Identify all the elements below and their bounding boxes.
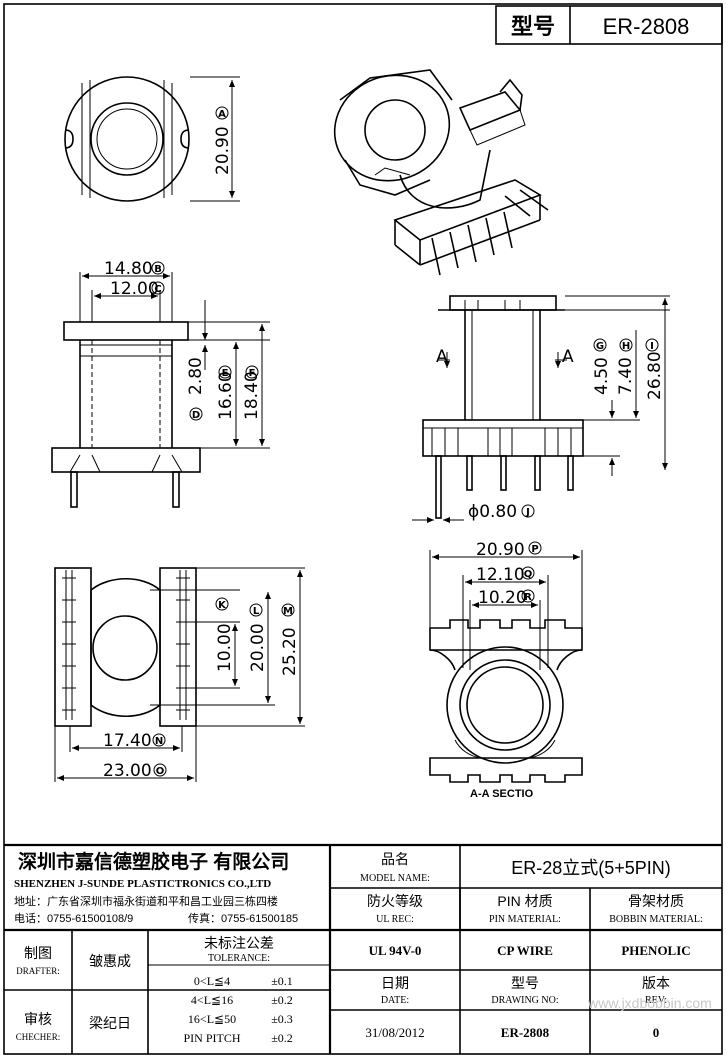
tolerance-label-cn: 未标注公差 (204, 935, 274, 951)
date-label-cn: 日期 (381, 975, 409, 991)
section-caption: A-A SECTIO (470, 788, 534, 800)
tolerance-value-3: ±0.3 (271, 1012, 293, 1026)
date-value: 31/08/2012 (365, 1025, 424, 1040)
section-mark-right: A (562, 347, 574, 367)
pin-material-label-en: PIN MATERIAL: (489, 914, 561, 925)
tolerance-range-4: PIN PITCH (183, 1031, 240, 1045)
isometric-view (333, 69, 549, 276)
dim-K-value: 10.00 (215, 623, 235, 672)
tolerance-range-2: 4<L≦16 (191, 993, 233, 1007)
bobbin-material-label-en: BOBBIN MATERIAL: (609, 914, 703, 925)
part-number: ER-2808 (603, 14, 690, 39)
drafter-label-en: DRAFTER: (16, 966, 60, 976)
svg-text:D: D (192, 410, 200, 421)
company-fax: 传真：0755-61500185 (188, 911, 298, 925)
ul-rec-label-en: UL REC: (376, 914, 414, 925)
svg-text:M: M (283, 606, 293, 617)
dim-F-value: 18.40 (242, 371, 262, 420)
svg-text:I: I (650, 341, 654, 352)
model-name-label-en: MODEL NAME: (360, 873, 430, 884)
section-view: A A 4.50 G 7.40 H 26.80 I ϕ0.80 J (412, 295, 670, 523)
header-box: 型号 ER-2808 (495, 5, 723, 45)
drawing-no-label-cn: 型号 (511, 975, 539, 991)
company-name-cn: 深圳市嘉信德塑胶电子 有限公司 (18, 850, 289, 873)
tolerance-label-en: TOLERANCE: (208, 953, 270, 964)
drafter-name: 皱惠成 (89, 953, 131, 969)
dim-A-value: 20.90 (213, 126, 233, 175)
drawing-no-label-en: DRAWING NO: (491, 995, 558, 1006)
dim-R-value: 10.20 (478, 588, 527, 608)
drawing-border (3, 3, 723, 1055)
ul-rec-value: UL 94V-0 (369, 943, 422, 958)
end-view: 20.90 P 12.10 Q 10.20 R A-A SECTIO (429, 540, 583, 800)
rev-value: 0 (653, 1025, 660, 1040)
svg-text:L: L (253, 606, 260, 617)
svg-text:J: J (525, 507, 530, 518)
bottom-view: 10.00 K 20.00 L 25.20 M 17.40 N 23.00 O (54, 567, 305, 782)
svg-text:O: O (156, 766, 165, 777)
svg-text:A: A (218, 109, 226, 120)
svg-text:F: F (249, 368, 256, 379)
dim-E-value: 16.60 (216, 371, 236, 420)
rev-label-cn: 版本 (642, 975, 670, 991)
dim-D-value: 2.80 (186, 357, 206, 395)
section-mark-left: A (436, 347, 448, 367)
checker-name: 梁纪日 (89, 1015, 131, 1031)
svg-text:R: R (524, 592, 532, 603)
dim-M-value: 25.20 (280, 627, 300, 676)
model-name-label-cn: 品名 (381, 851, 409, 867)
svg-text:C: C (154, 284, 161, 295)
tolerance-value-4: ±0.2 (271, 1031, 293, 1045)
svg-text:B: B (154, 264, 162, 275)
checker-label-en: CHECHER: (16, 1032, 61, 1042)
type-label: 型号 (511, 14, 555, 39)
dim-B-value: 14.80 (104, 259, 153, 279)
dim-H-value: 7.40 (616, 357, 636, 395)
company-name-en: SHENZHEN J-SUNDE PLASTICTRONICS CO.,LTD (14, 878, 271, 890)
dim-J-value: ϕ0.80 (468, 502, 517, 522)
front-view: 14.80 B 12.00 C 2.80 D 16.60 E 18.40 F (51, 259, 270, 508)
watermark: www.jxdbobbin.com (587, 995, 712, 1011)
pin-material-label-cn: PIN 材质 (497, 893, 552, 909)
tolerance-range-3: 16<L≦50 (188, 1012, 236, 1026)
svg-text:K: K (218, 600, 227, 611)
bobbin-material-value: PHENOLIC (621, 943, 690, 958)
dim-P-value: 20.90 (476, 540, 525, 560)
top-view: 20.90 A (64, 76, 240, 202)
drawing-no-value: ER-2808 (501, 1025, 550, 1040)
rev-label-en: REV: (645, 995, 667, 1006)
model-name-value: ER-28立式(5+5PIN) (511, 858, 671, 878)
tolerance-value-1: ±0.1 (271, 974, 293, 988)
title-block: 深圳市嘉信德塑胶电子 有限公司 SHENZHEN J-SUNDE PLASTIC… (4, 843, 722, 1054)
bobbin-material-label-cn: 骨架材质 (628, 893, 684, 909)
company-address: 地址：广东省深圳市福永街道和平和昌工业园三栋四楼 (14, 894, 278, 908)
date-label-en: DATE: (381, 995, 409, 1006)
dim-I-value: 26.80 (645, 351, 665, 400)
dim-C-value: 12.00 (110, 279, 159, 299)
svg-text:E: E (222, 368, 229, 379)
dim-G-value: 4.50 (592, 357, 612, 395)
drafter-label-cn: 制图 (24, 945, 52, 961)
ul-rec-label-cn: 防火等级 (367, 893, 423, 909)
tolerance-value-2: ±0.2 (271, 993, 293, 1007)
svg-text:Q: Q (524, 569, 533, 580)
dim-L-value: 20.00 (248, 623, 268, 672)
dim-Q-value: 12.10 (476, 565, 525, 585)
company-phone: 电话：0755-61500108/9 (14, 912, 133, 925)
dim-N-value: 17.40 (103, 731, 152, 751)
svg-text:P: P (531, 544, 538, 555)
svg-text:G: G (596, 341, 604, 352)
svg-text:N: N (155, 736, 163, 747)
dim-O-value: 23.00 (103, 761, 152, 781)
tolerance-range-1: 0<L≦4 (194, 974, 230, 988)
checker-label-cn: 审核 (24, 1011, 52, 1027)
pin-material-value: CP WIRE (497, 943, 553, 958)
svg-text:H: H (622, 341, 630, 352)
